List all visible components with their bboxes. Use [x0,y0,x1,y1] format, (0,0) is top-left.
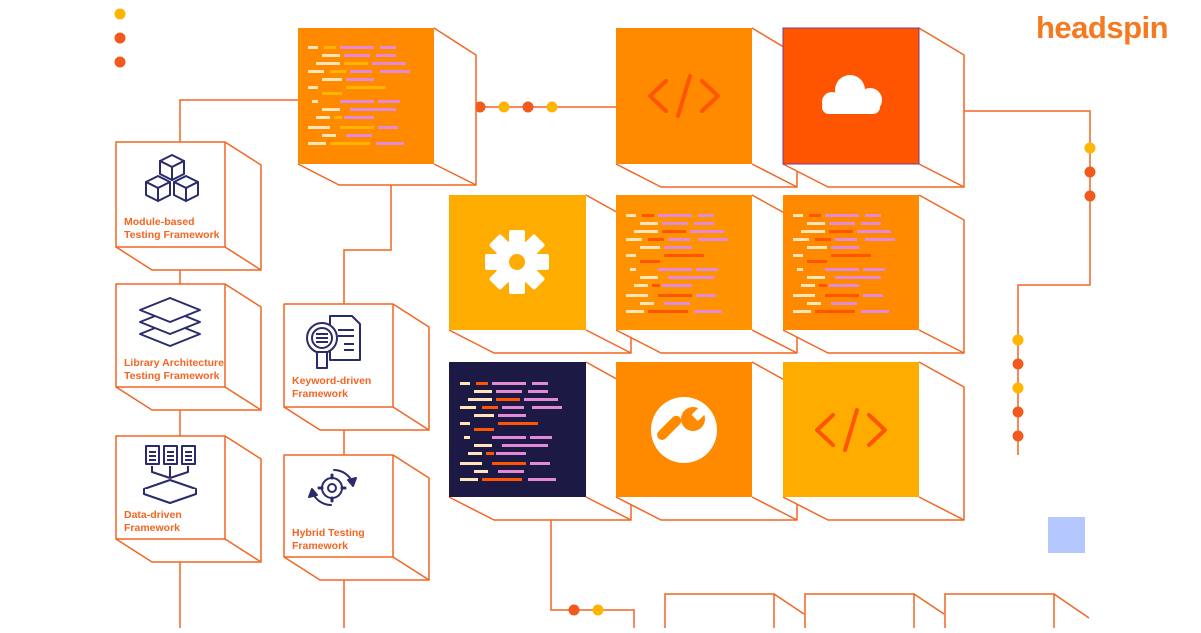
cubes-icon [145,154,199,202]
module-framework-label: Module-based Testing Framework [124,216,220,241]
code-tag-icon [648,74,720,118]
documents-icon [143,445,197,504]
code-lines-icon [626,214,728,313]
hybrid-framework-label: Hybrid Testing Framework [292,527,365,552]
layers-icon [139,297,201,347]
gear-cycle-icon [308,469,357,506]
decorative-square [1048,517,1085,553]
gear-icon [485,230,549,294]
framework-box-library [115,283,262,411]
connector-lines [179,99,1091,628]
code-tag-icon [815,408,887,452]
framework-box-hybrid [283,454,430,581]
code-lines-icon [460,382,562,481]
keyword-framework-label: Keyword-driven Framework [292,375,372,400]
headspin-logo: headspin [1036,10,1169,45]
wrench-icon [651,397,717,463]
library-framework-label: Library Architecture Testing Framework [124,357,224,382]
cloud-icon [822,75,882,114]
code-lines-icon [308,46,410,145]
tile-code-lines-mid-1 [616,195,752,330]
data-framework-label: Data-driven Framework [124,509,182,534]
connector-dots [114,8,1096,616]
magnifier-document-icon [306,315,361,369]
tile-code-lines-mid-2 [783,195,919,330]
code-lines-icon [793,214,895,313]
framework-box-module [115,141,262,271]
tile-code-lines-top [298,28,434,164]
